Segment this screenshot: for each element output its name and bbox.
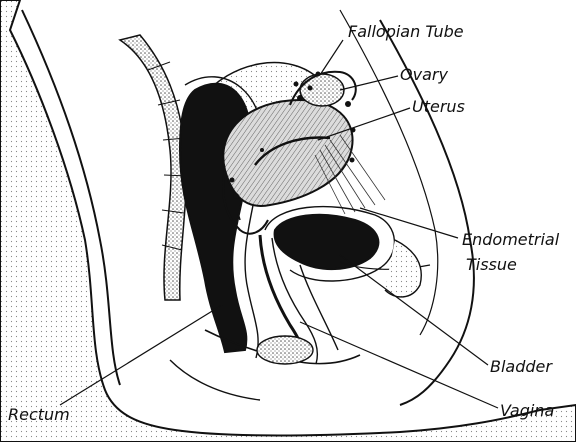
ovary: [300, 74, 344, 106]
label-uterus: Uterus: [412, 97, 465, 116]
bladder: [275, 215, 379, 269]
anal-sphincter: [257, 336, 313, 364]
sacrum: [120, 35, 186, 300]
leader-fallopian-tube: [320, 40, 343, 75]
label-tissue: Tissue: [466, 255, 517, 274]
leader-ovary: [340, 76, 398, 90]
label-bladder: Bladder: [490, 357, 553, 376]
label-vagina: Vagina: [500, 401, 554, 420]
pubic-bone: [385, 240, 421, 297]
label-endometrial: Endometrial: [462, 230, 560, 249]
label-ovary: Ovary: [400, 65, 448, 84]
label-rectum: Rectum: [8, 405, 70, 424]
label-fallopian-tube: Fallopian Tube: [348, 22, 464, 41]
leader-vagina: [300, 322, 498, 408]
buttock-fold: [170, 360, 260, 400]
